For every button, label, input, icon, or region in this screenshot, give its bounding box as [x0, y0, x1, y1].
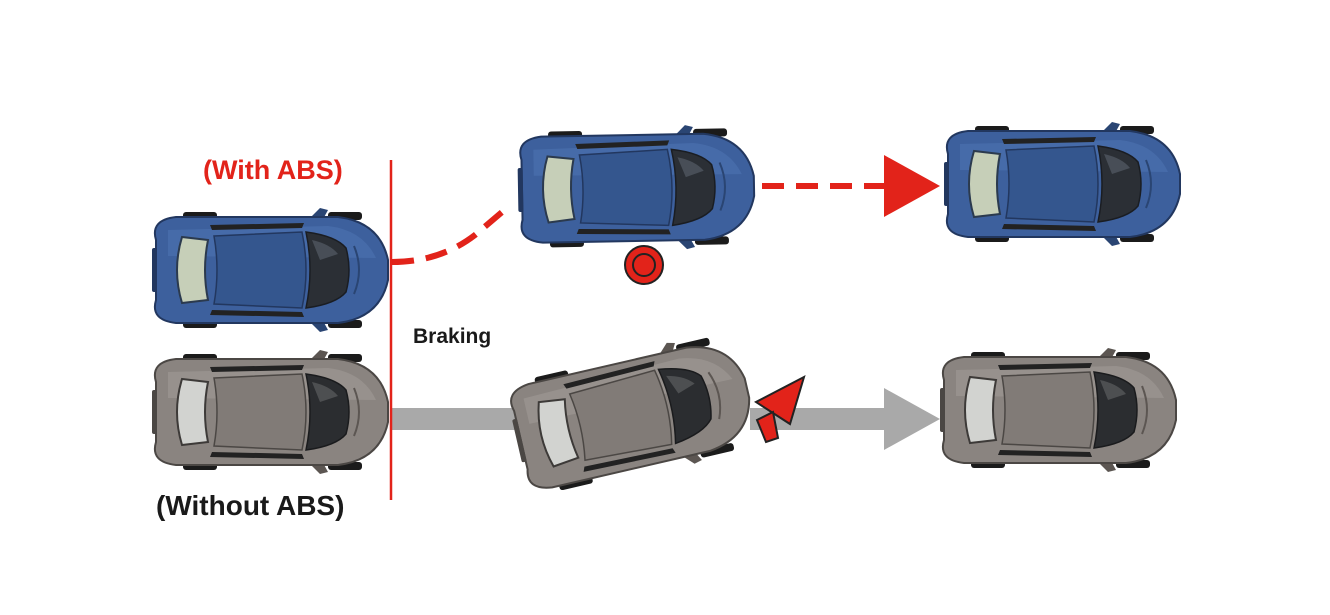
- track-segment-1: [392, 408, 516, 430]
- without-abs-label: (Without ABS): [156, 490, 345, 521]
- car-blue-end: [943, 121, 1181, 247]
- warning-flag-icon: [754, 375, 806, 444]
- car-gray-skidding: [502, 326, 762, 503]
- car-gray-end: [939, 347, 1177, 473]
- path-with-abs: [391, 155, 940, 265]
- car-gray-start: [151, 349, 389, 475]
- car-blue-braking: [515, 122, 757, 254]
- path-arrow-head: [884, 155, 940, 217]
- car-blue-start: [151, 207, 389, 333]
- with-abs-label: (With ABS): [203, 155, 343, 185]
- circle-target-icon: [624, 245, 664, 285]
- path-curve: [391, 204, 510, 265]
- track-arrow-head: [884, 388, 940, 450]
- braking-label: Braking: [413, 325, 492, 348]
